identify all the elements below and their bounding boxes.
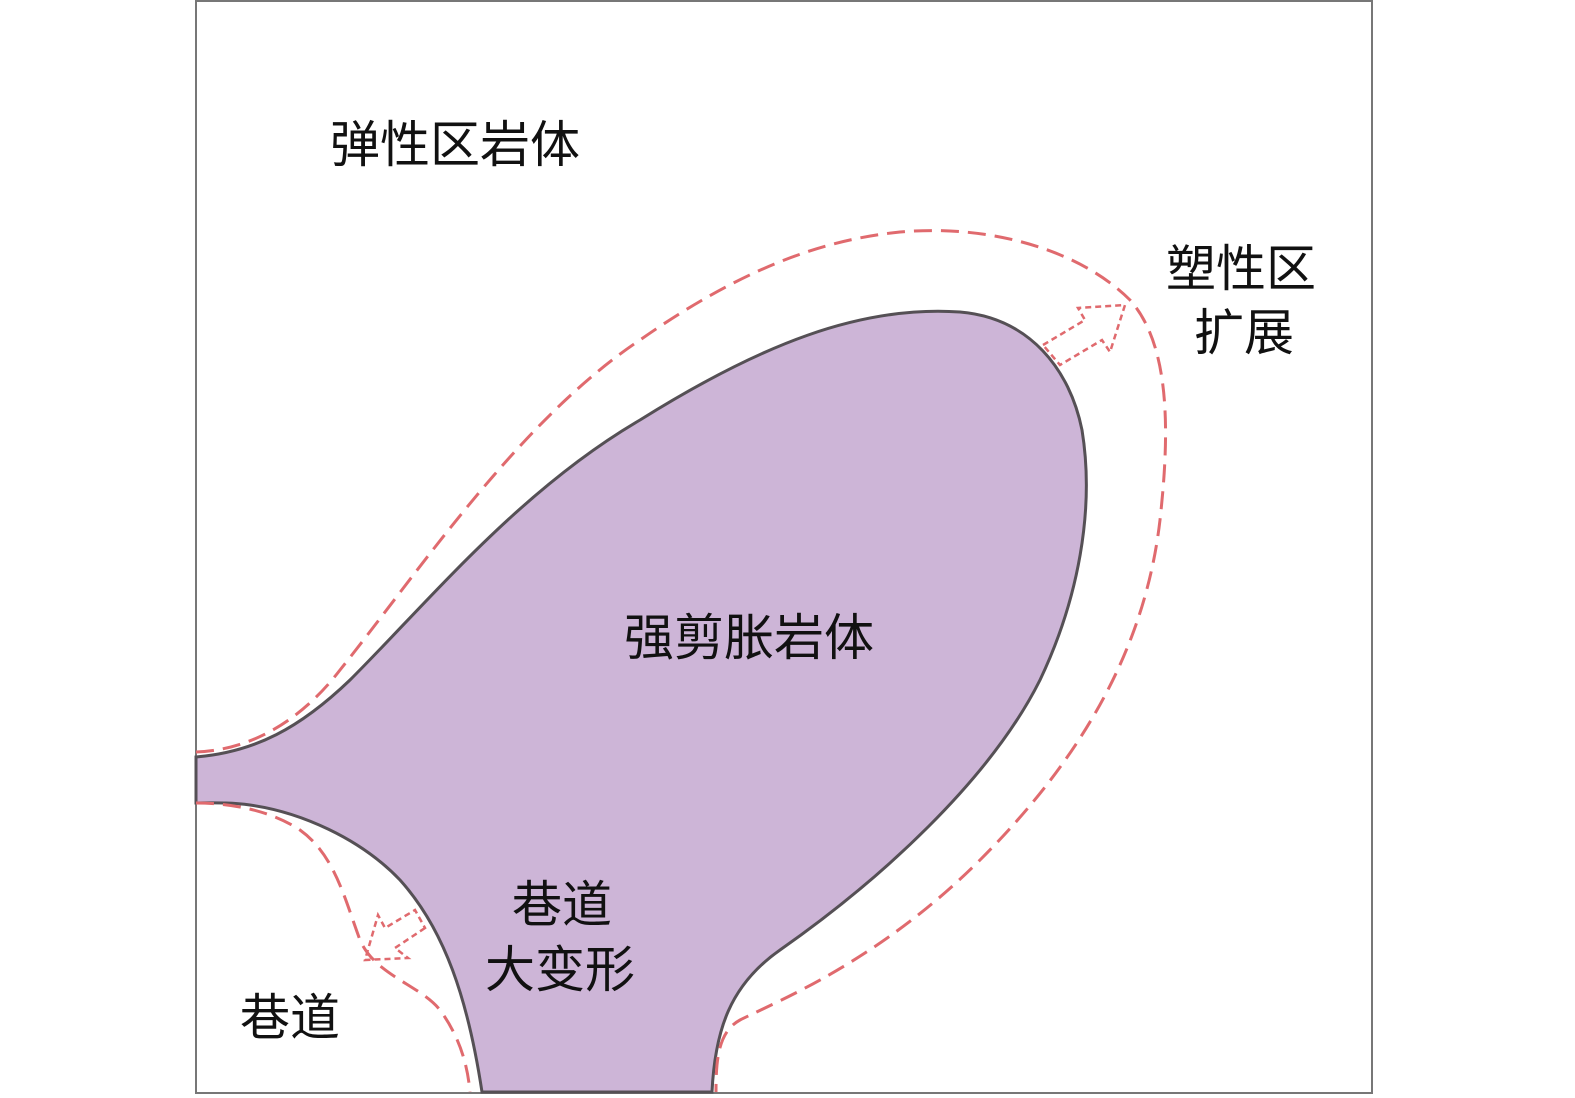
plastic-zone-label-line1: 塑性区 [1166,240,1316,298]
plastic-zone-label-line2: 扩展 [1194,304,1294,362]
outward-arrow-icon [1043,305,1125,365]
elastic-zone-label: 弹性区岩体 [330,116,580,174]
dilatant-rock-label: 强剪胀岩体 [624,609,874,667]
tunnel-deformation-label-line1: 巷道 [512,876,612,934]
dilatant-rock-region [196,311,1086,1092]
inward-arrow-icon [365,910,425,960]
tunnel-deformation-label-line2: 大变形 [485,941,635,999]
tunnel-label: 巷道 [240,989,340,1047]
